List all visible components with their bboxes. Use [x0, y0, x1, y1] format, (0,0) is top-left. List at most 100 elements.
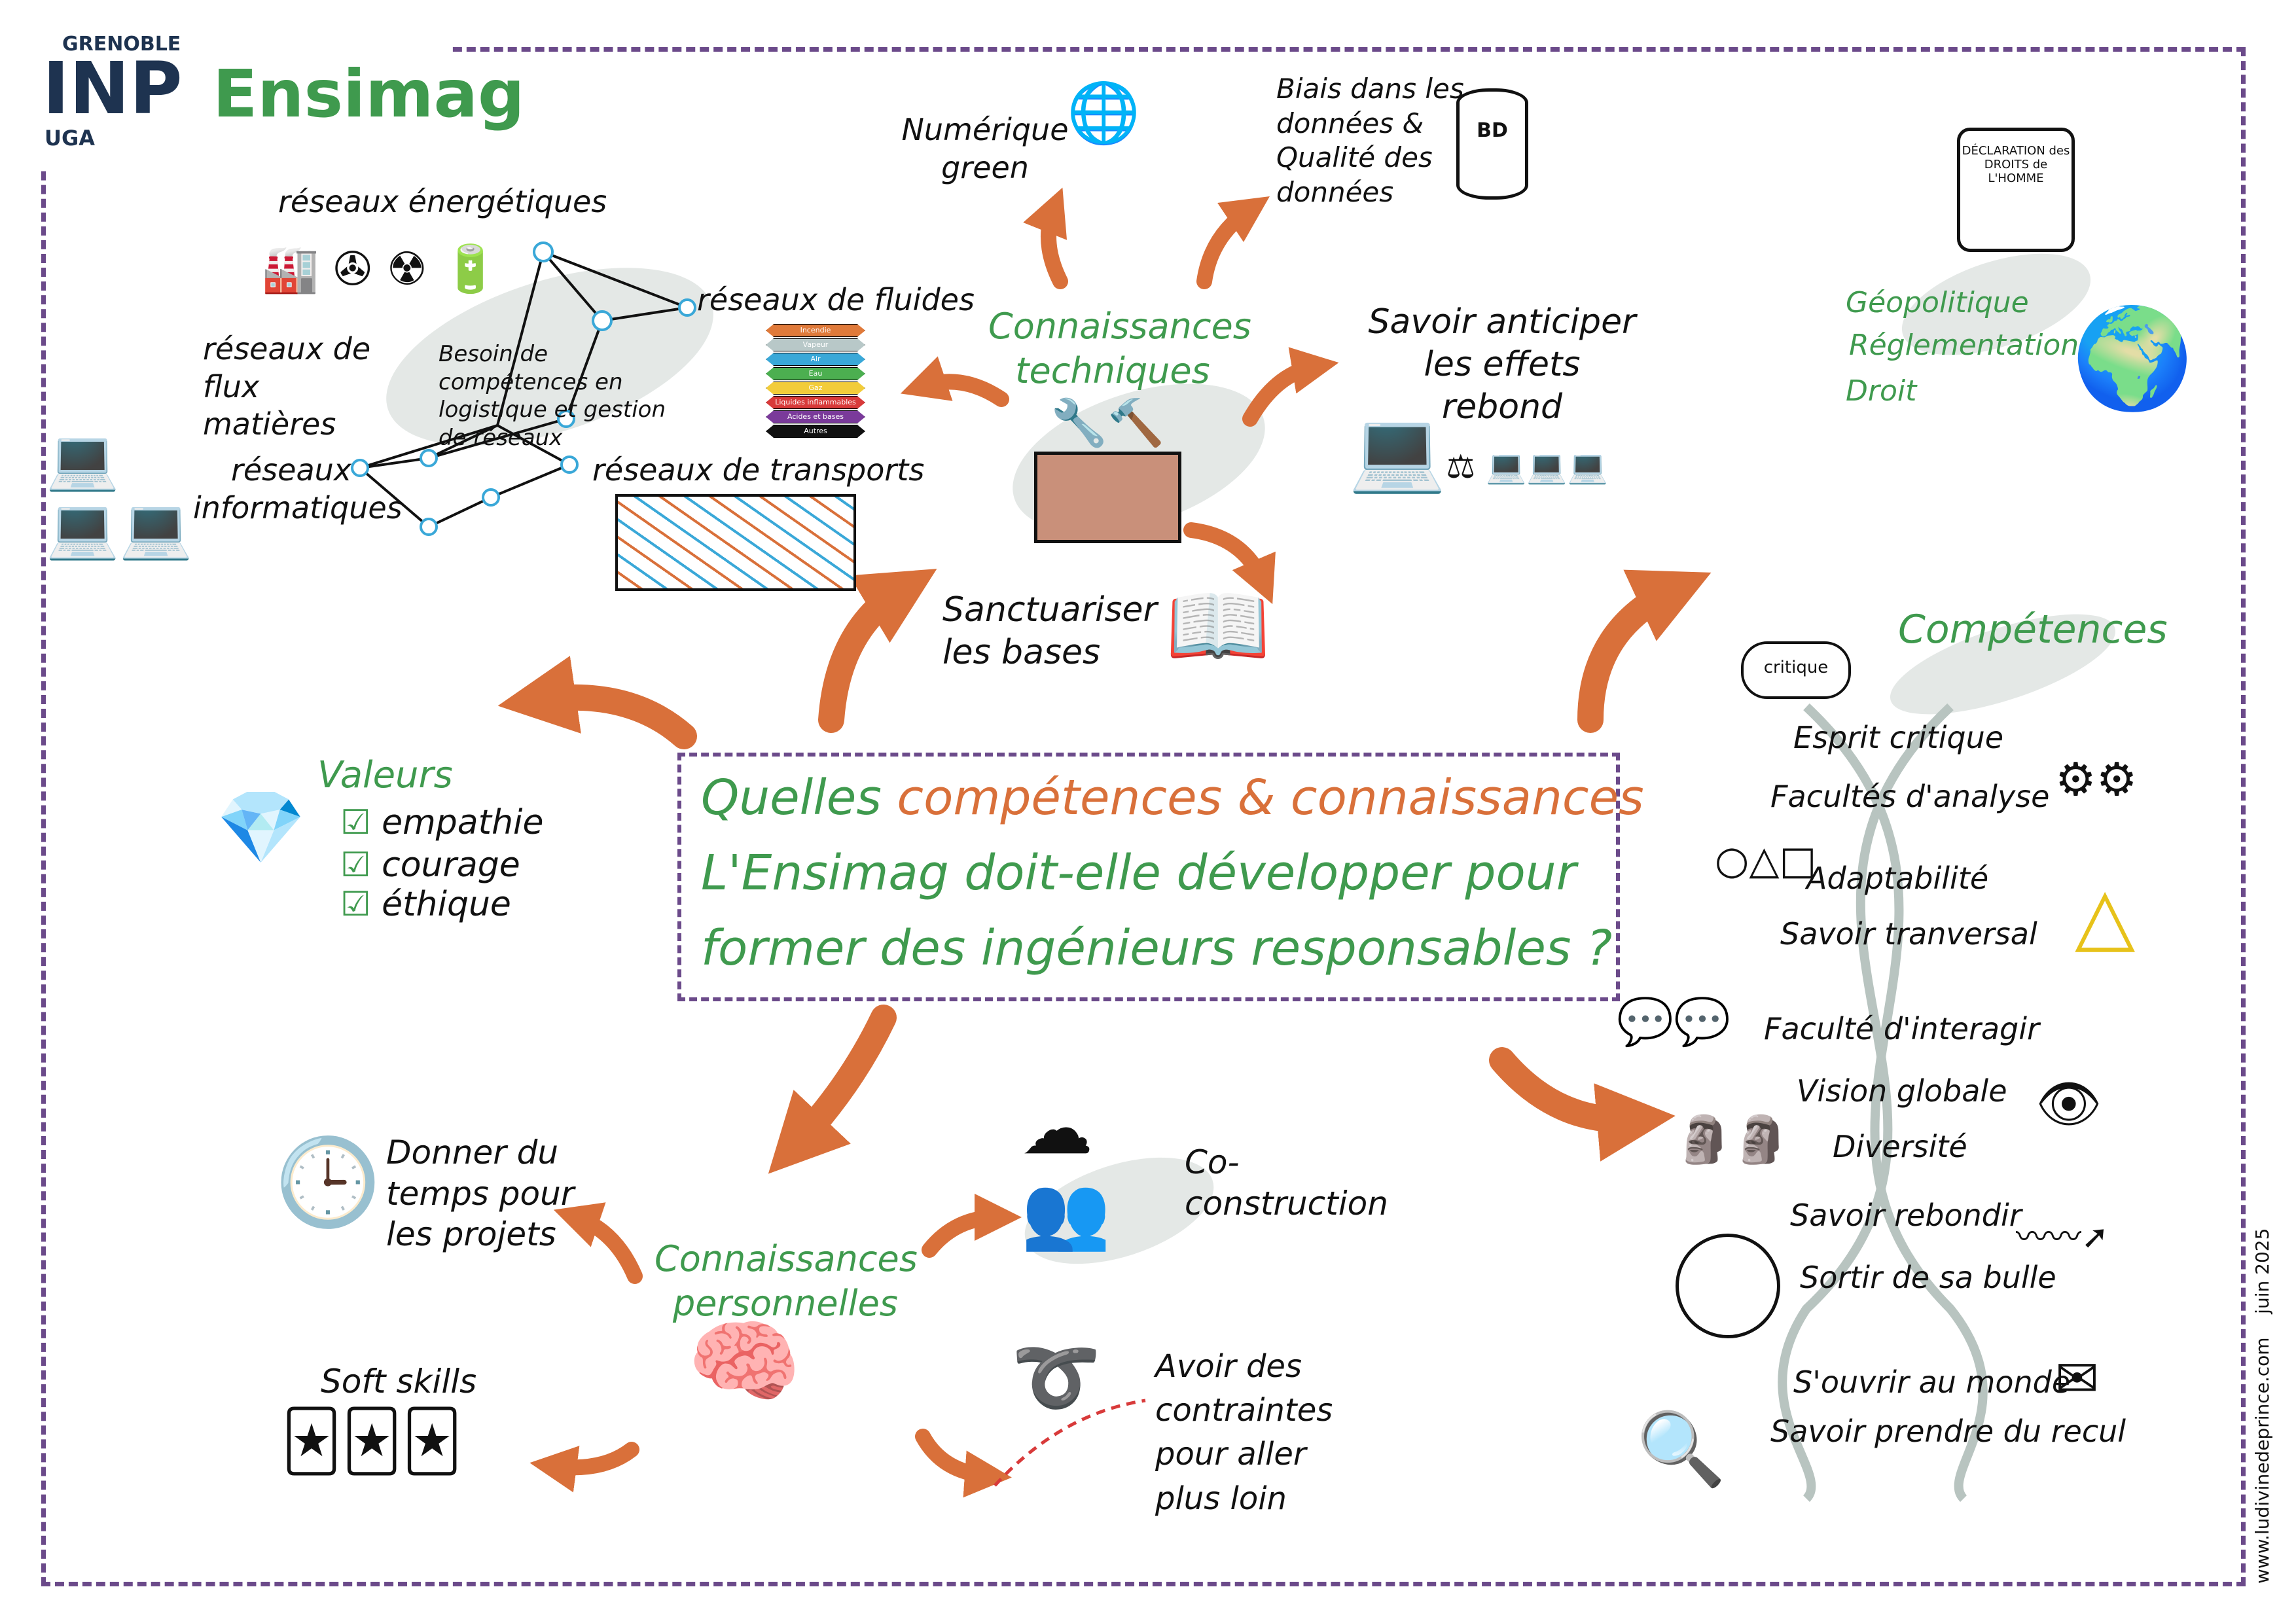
technical-title: Connaissances techniques — [988, 306, 1251, 391]
question-line-1: Quelles compétences & connaissances — [701, 770, 1644, 826]
book-feather-icon: 📖 — [1165, 576, 1271, 675]
magnifier-icon: 🔍 — [1636, 1407, 1726, 1491]
arrow-soft — [529, 1442, 639, 1493]
cards-shelf-icon: 🃏🃏🃏 — [281, 1407, 463, 1476]
competence-item: Faculté d'interagir — [1764, 1011, 2039, 1046]
laptop-rebound-icon: 💻⚖ 💻💻💻 — [1348, 406, 1608, 497]
credit-site: www.ludivinedeprince.com juin 2025 — [2251, 1228, 2273, 1584]
database-icon: BD — [1456, 88, 1528, 200]
arrow-contraintes — [915, 1429, 1012, 1498]
competences-title: Compétences — [1898, 607, 2168, 652]
diamond-icon: 💎 — [216, 785, 306, 869]
label-besoin-competences: Besoin de compétences en logistique et g… — [439, 341, 666, 451]
arrow-temps — [553, 1202, 643, 1284]
arrow-biais — [1196, 196, 1270, 289]
fluid-pipe: Gaz — [766, 382, 865, 395]
check-icon: ☑ — [340, 803, 371, 842]
bounce-icon: 〰〰➚ — [2016, 1218, 2109, 1256]
fluid-pipe: Air — [766, 353, 865, 366]
fluid-pipe: Vapeur — [766, 338, 865, 351]
competence-item: S'ouvrir au monde — [1793, 1364, 2071, 1400]
clock-hand-icon: 🕒 — [275, 1132, 381, 1232]
earth-icon: 🌍 — [2072, 302, 2194, 416]
personal-title: Connaissances personnelles — [655, 1238, 918, 1324]
arrow-reseaux — [900, 356, 1009, 407]
label-sanctuariser: Sanctuariser les bases — [942, 590, 1157, 672]
label-contraintes: Avoir des contraintes pour aller plus lo… — [1155, 1348, 1333, 1517]
label-reglementation: Réglementation — [1849, 329, 2079, 362]
arrow-numerique — [1023, 187, 1068, 289]
competence-item: Esprit critique — [1793, 720, 2004, 755]
label-reseaux-fluides: réseaux de fluides — [697, 282, 975, 317]
globe-plant-icon: 🌐 — [1067, 79, 1141, 147]
fluid-pipe: Liquides inflammables — [766, 396, 865, 409]
label-donner-temps: Donner du temps pour les projets — [386, 1133, 575, 1253]
credit-date: juin 2025 — [2251, 1228, 2273, 1314]
label-reseaux-informatiques: réseaux informatiques — [193, 452, 403, 526]
competence-item: Savoir tranversal — [1780, 916, 2037, 952]
check-icon: ☑ — [340, 885, 371, 924]
arrow-co — [922, 1194, 1022, 1258]
logo-uga: UGA — [45, 126, 96, 151]
label-reseaux-flux: réseaux de flux matières — [203, 331, 371, 442]
critique-cloud-icon: critique — [1741, 641, 1851, 699]
envelope-world-icon: ✉ — [2055, 1348, 2100, 1409]
question-line-2: L'Ensimag doit-elle développer pour — [701, 845, 1577, 901]
dna-helix — [1778, 703, 1988, 1502]
toolbox-icon: 🔧🔨 — [1034, 396, 1181, 543]
fluid-pipe: Acides et bases — [766, 410, 865, 423]
label-reseaux-energetiques: réseaux énergétiques — [278, 184, 607, 219]
declaration-scroll-icon: DÉCLARATION des DROITS de L'HOMME — [1957, 128, 2075, 252]
network-graph — [357, 251, 688, 529]
arrow-values — [497, 656, 697, 749]
value-label: éthique — [382, 885, 511, 924]
value-item: ☑ courage — [340, 844, 520, 887]
label-co-construction: Co-construction — [1185, 1143, 1388, 1222]
brain-icon: 🧠 — [687, 1309, 802, 1416]
shapes-icon: ○△□ — [1715, 838, 1817, 883]
label-effets-rebond: Savoir anticiper les effets rebond — [1368, 302, 1636, 427]
arrow-technical — [818, 569, 937, 733]
dashed-constraint-line — [994, 1399, 1146, 1487]
logo-grenoble: GRENOBLE — [62, 33, 181, 56]
fluid-pipe: Incendie — [766, 324, 865, 337]
competence-item: Savoir rebondir — [1790, 1198, 2022, 1233]
value-label: courage — [382, 846, 520, 885]
arrow-sanctuariser — [1183, 522, 1276, 605]
fluid-pipe: Autres — [766, 425, 865, 438]
central-question: Quelles compétences & connaissances L'En… — [677, 753, 1644, 1001]
logo-area: GRENOBLE INP UGA Ensimag — [33, 26, 525, 170]
credit-url: www.ludivinedeprince.com — [2251, 1337, 2273, 1584]
bubble-exit-icon — [1676, 1234, 1780, 1338]
energy-icons: 🏭 ✇ ☢ 🔋 — [262, 242, 499, 296]
value-item: ☑ éthique — [340, 883, 511, 926]
label-biais-donnees: Biais dans les données & Qualité des don… — [1276, 73, 1464, 208]
dashed-frame — [41, 47, 2246, 1586]
network-nodes — [351, 241, 696, 536]
value-label: empathie — [382, 803, 544, 842]
value-item: ☑ empathie — [340, 802, 543, 844]
gears-icon: ⚙⚙ — [2055, 753, 2138, 806]
arrow-competences-up — [1577, 569, 1712, 733]
label-geopolitique: Géopolitique — [1846, 286, 2029, 319]
question-highlight: compétences & connaissances — [897, 770, 1644, 826]
diversity-icon: 🗿🗿 — [1676, 1113, 1790, 1166]
competence-item: Sortir de sa bulle — [1800, 1260, 2056, 1295]
transport-map-icon — [615, 494, 856, 591]
label-numerique-green: Numérique green — [901, 112, 1069, 185]
arrow-rebond — [1242, 347, 1339, 427]
logo-inp: INP — [43, 46, 183, 130]
competence-item: Adaptabilité — [1806, 861, 1989, 896]
arrow-competences-right — [1489, 1047, 1676, 1162]
arrow-personal — [768, 1005, 897, 1174]
eye-earth-icon: 👁 — [2036, 1073, 2102, 1134]
fluid-pipe: Eau — [766, 367, 865, 380]
speech-bubbles-icon: 💬💬 — [1617, 995, 1731, 1048]
tangled-path-icon: ➰ — [1011, 1335, 1101, 1419]
competence-item: Facultés d'analyse — [1770, 779, 2050, 814]
check-icon: ☑ — [340, 846, 371, 885]
values-title: Valeurs — [317, 754, 453, 796]
label-droit: Droit — [1846, 374, 1917, 408]
